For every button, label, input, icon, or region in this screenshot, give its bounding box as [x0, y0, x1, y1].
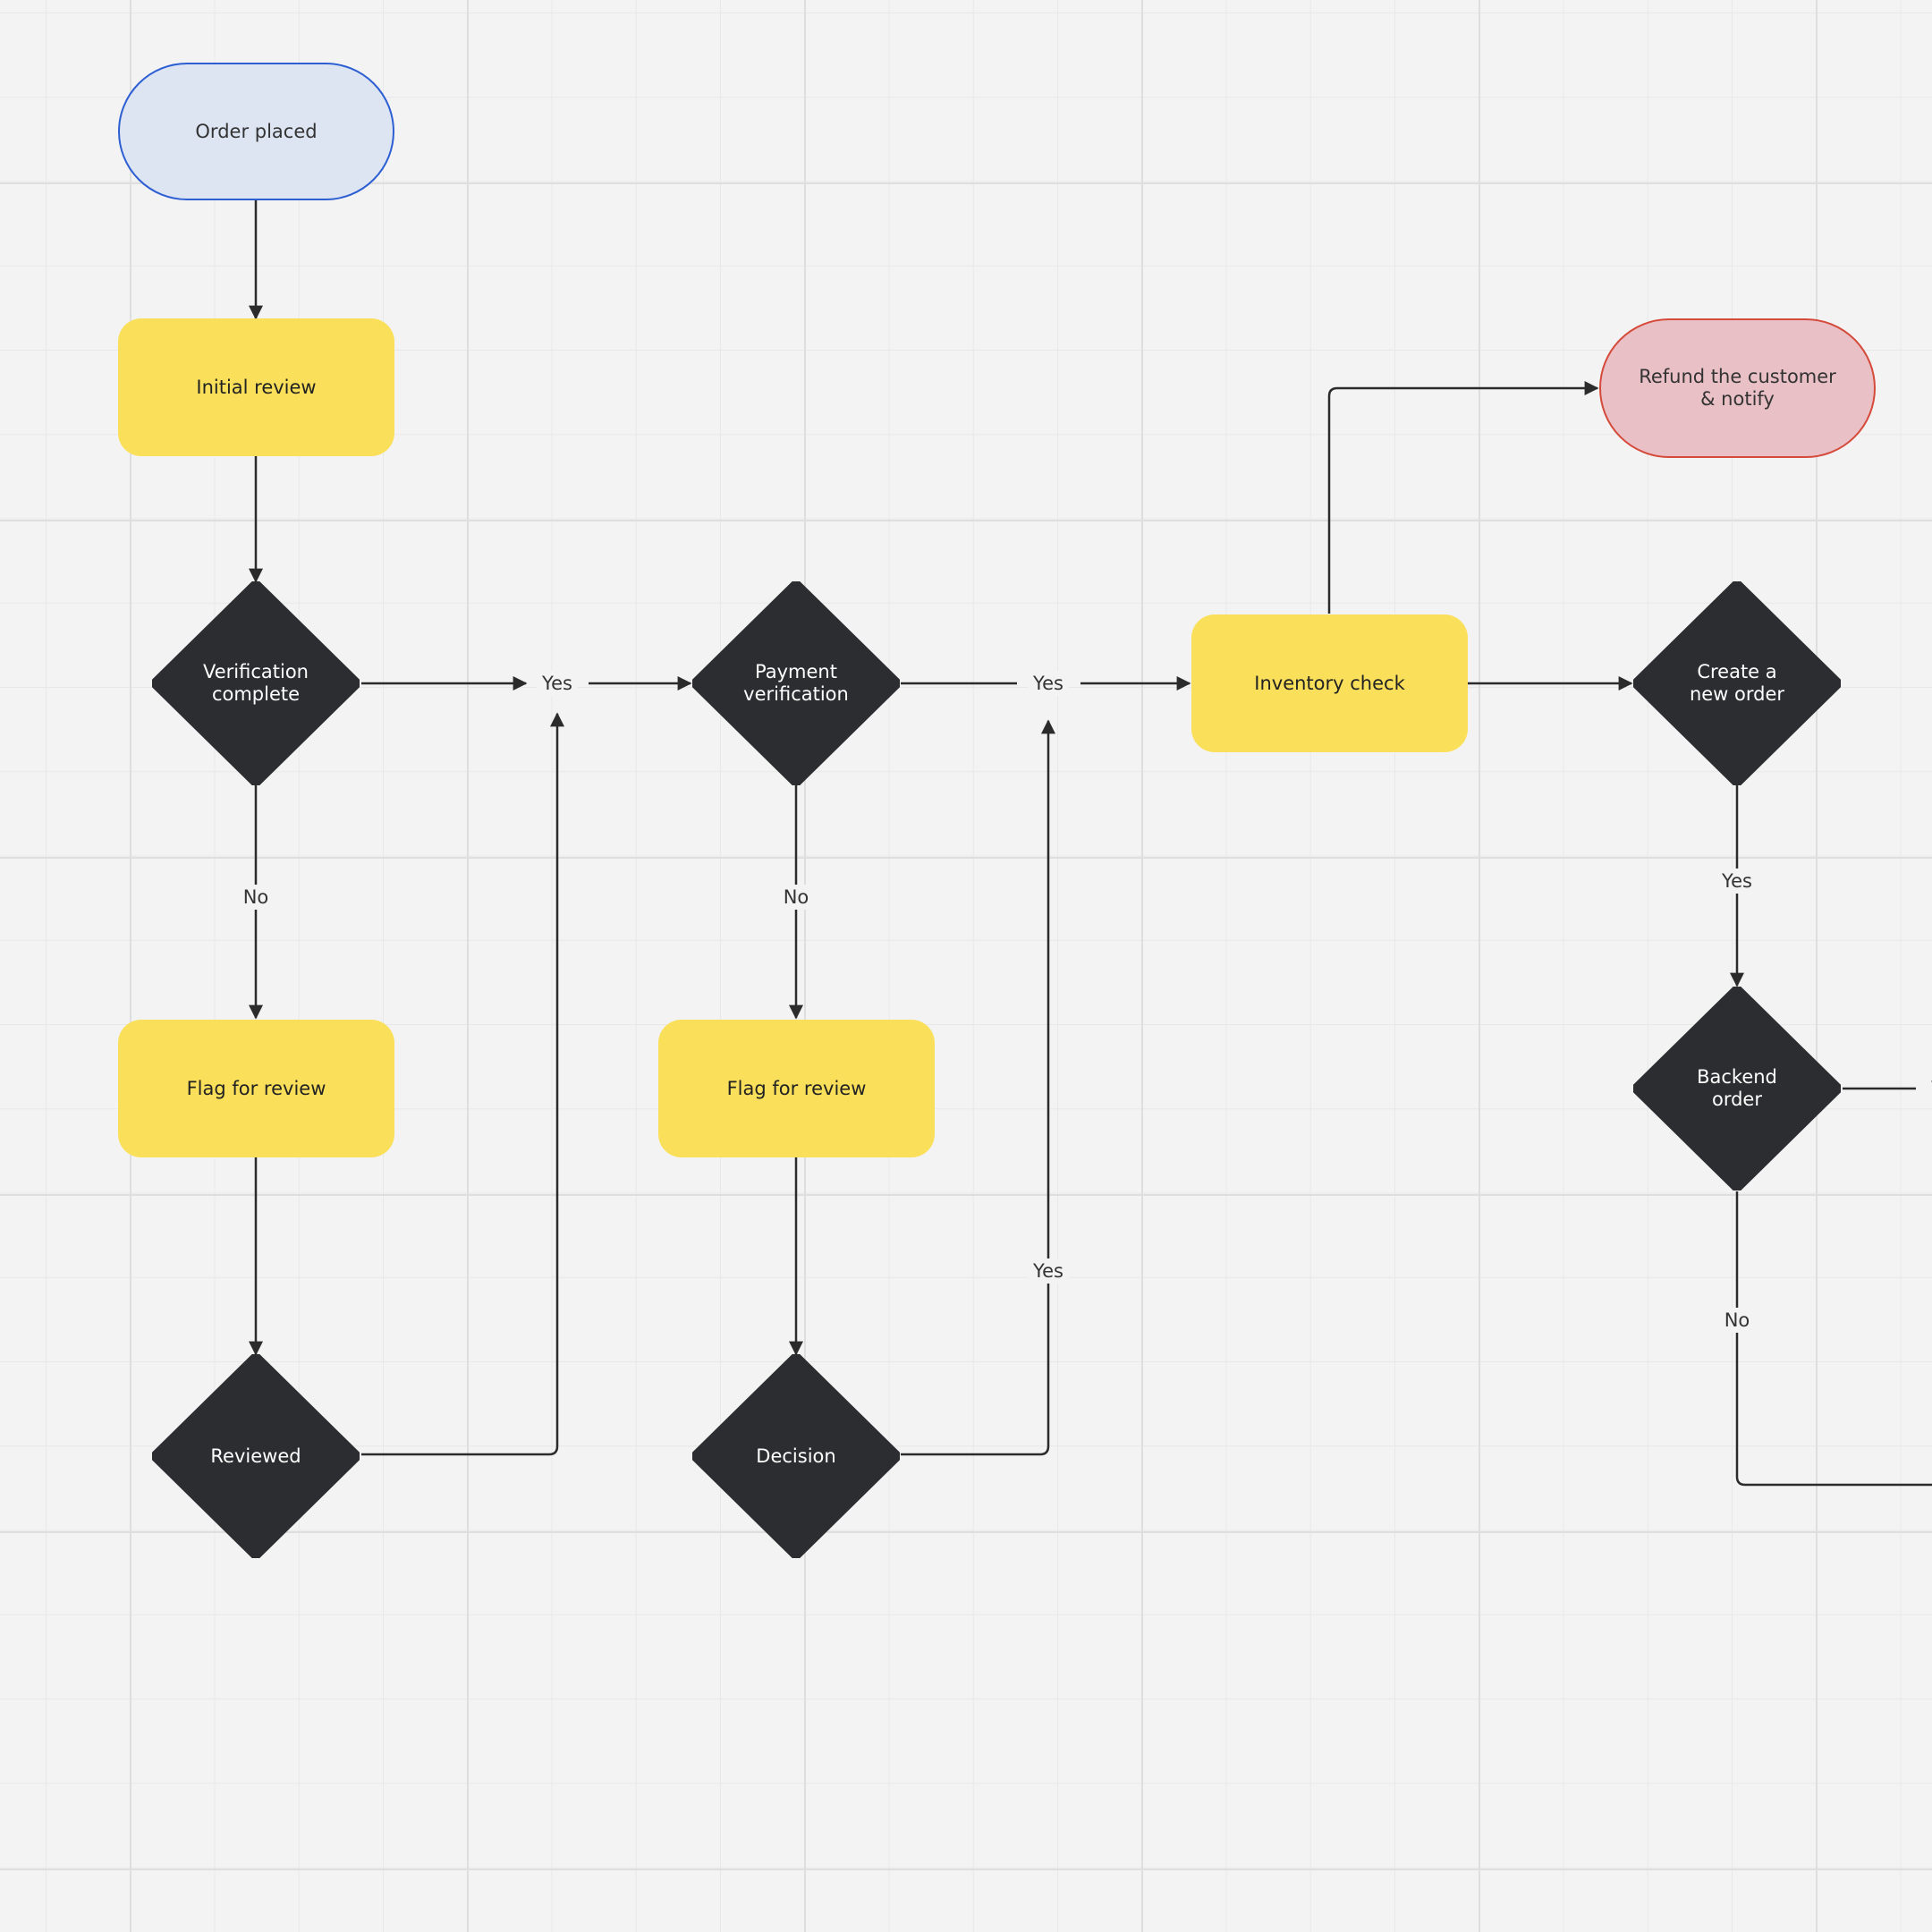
node-backend-order[interactable]: Backend order — [1633, 987, 1841, 1191]
node-label: Reviewed — [210, 1445, 301, 1467]
node-payment-verification[interactable]: Payment verification — [692, 581, 900, 785]
edge-label-create-order-yes: Yes — [1716, 869, 1758, 894]
edge-label-verification-yes: Yes — [537, 671, 578, 696]
node-reviewed[interactable]: Reviewed — [152, 1354, 360, 1558]
node-label: Payment verification — [743, 661, 849, 705]
edge-label-verification-no: No — [237, 885, 275, 910]
diamond-shape — [1633, 581, 1841, 785]
node-order-placed[interactable]: Order placed — [118, 63, 394, 200]
connector-inventory-to-refund — [1327, 381, 1599, 614]
edge-label-decision-yes: Yes — [1028, 1258, 1069, 1284]
node-label: Refund the customer & notify — [1639, 366, 1836, 410]
node-flag-for-review-1[interactable]: Flag for review — [118, 1020, 394, 1157]
node-label: Initial review — [196, 376, 317, 398]
connector-reviewed-to-yes — [361, 712, 564, 1456]
node-label: Decision — [756, 1445, 836, 1467]
diamond-shape — [152, 581, 360, 785]
node-initial-review[interactable]: Initial review — [118, 318, 394, 456]
node-inventory-check[interactable]: Inventory check — [1191, 614, 1468, 752]
node-refund-customer[interactable]: Refund the customer & notify — [1599, 318, 1876, 458]
diamond-shape — [1633, 987, 1841, 1191]
connector-backend-no-path — [1735, 1191, 1932, 1487]
node-label: Order placed — [195, 120, 318, 142]
node-label: Flag for review — [186, 1077, 326, 1099]
node-label: Flag for review — [726, 1077, 867, 1099]
node-flag-for-review-2[interactable]: Flag for review — [658, 1020, 935, 1157]
diamond-shape — [152, 1354, 360, 1558]
edge-label-payment-yes: Yes — [1028, 671, 1069, 696]
node-label: Inventory check — [1254, 672, 1405, 694]
edge-label-backend-yes-partial: Y — [1928, 1076, 1932, 1101]
node-verification-complete[interactable]: Verification complete — [152, 581, 360, 785]
node-decision[interactable]: Decision — [692, 1354, 900, 1558]
node-label: Backend order — [1697, 1066, 1777, 1110]
edge-label-payment-no: No — [777, 885, 815, 910]
diamond-shape — [692, 1354, 900, 1558]
edge-label-backend-no: No — [1718, 1308, 1756, 1333]
connector-decision-to-yes — [901, 719, 1055, 1456]
diamond-shape — [692, 581, 900, 785]
node-create-new-order[interactable]: Create a new order — [1633, 581, 1841, 785]
node-label: Create a new order — [1689, 661, 1785, 705]
node-label: Verification complete — [203, 661, 309, 705]
